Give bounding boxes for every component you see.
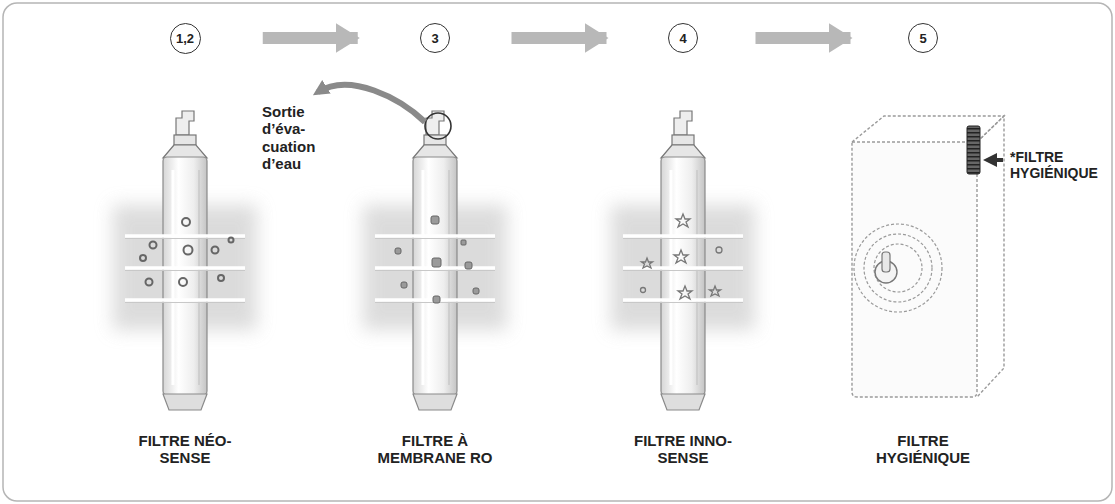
step-number: 5	[919, 32, 926, 45]
step-number: 4	[679, 32, 686, 45]
flow-arrow	[756, 32, 851, 44]
step-number: 1,2	[176, 32, 194, 45]
filter-name: FILTRE HYGIÉNIQUE	[861, 432, 986, 467]
step-number-circle: 5	[908, 23, 938, 53]
filter-name: FILTRE INNO-SENSE	[621, 432, 746, 467]
step-number-circle: 4	[668, 23, 698, 53]
part-callout: *FILTRE HYGIÉNIQUE	[1010, 149, 1110, 181]
flow-arrow	[512, 32, 607, 44]
flow-arrow	[263, 32, 358, 44]
step-number: 3	[431, 32, 438, 45]
step-number-circle: 1,2	[170, 23, 201, 54]
outlet-callout: Sortie d’éva- cuation d’eau	[262, 103, 336, 172]
filter-name: FILTRE À MEMBRANE RO	[373, 432, 498, 467]
filter-name: FILTRE NÉO-SENSE	[123, 432, 248, 467]
step-number-circle: 3	[420, 23, 450, 53]
